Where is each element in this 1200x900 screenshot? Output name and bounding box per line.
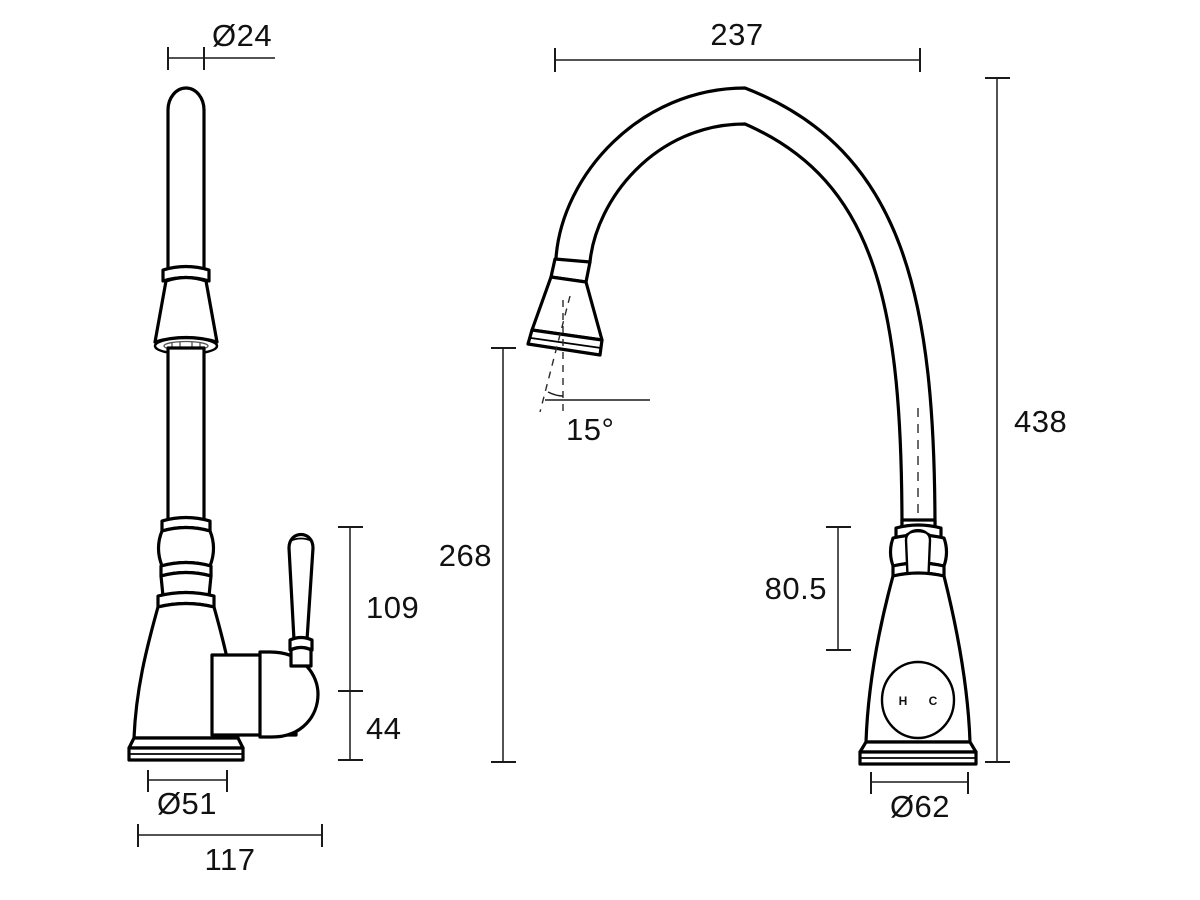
dimension-overall-height: 438 [985, 77, 1067, 763]
front-handle-lever [287, 532, 315, 646]
dim-label-body-height: 44 [366, 711, 401, 746]
dim-label-overall-height: 438 [1014, 404, 1067, 439]
dimension-base-diameter-side: Ø62 [870, 772, 969, 824]
front-body-bulge [156, 525, 216, 568]
dim-label-spout-diameter: Ø24 [212, 18, 272, 53]
cold-marking: C [929, 694, 938, 708]
angle-arc [547, 391, 564, 397]
dimension-reach: 237 [554, 17, 921, 72]
side-nozzle-lip-line [530, 337, 602, 349]
side-hc-indicator-disc [880, 660, 956, 740]
hot-marking: H [899, 694, 908, 708]
dimension-base-diameter-front: Ø51 [147, 770, 228, 821]
dim-label-spray-angle: 15° [566, 412, 614, 447]
dimension-spout-height: 268 [439, 347, 516, 763]
dim-label-base-diameter-side: Ø62 [890, 789, 950, 824]
front-handle-top-line [289, 537, 313, 542]
side-view: H C [526, 86, 978, 766]
front-spout-upper-tube [166, 86, 206, 272]
side-gooseneck-inner-wall [588, 122, 904, 532]
dim-label-reach: 237 [710, 17, 763, 52]
dim-label-base-width: 117 [205, 842, 256, 877]
dimension-base-width: 117 [137, 824, 323, 877]
side-handle-top-line [906, 530, 930, 535]
front-handle-ferrule-2 [289, 645, 313, 668]
dim-label-handle-height: 109 [366, 590, 419, 625]
side-gooseneck-outer-wall [554, 86, 937, 532]
angle-nozzle-axis [539, 295, 571, 413]
front-spray-head [153, 275, 219, 344]
dimension-handle-offset: 80.5 [765, 526, 851, 651]
front-view [127, 86, 320, 762]
angle-callout-spray: 15° [539, 295, 650, 447]
dim-label-handle-offset: 80.5 [765, 571, 827, 606]
dimension-spout-diameter: Ø24 [167, 18, 275, 70]
dimension-handle-and-body-height: 109 44 [338, 526, 419, 761]
dim-label-base-diameter-front: Ø51 [157, 786, 217, 821]
dim-label-spout-height: 268 [439, 538, 492, 573]
front-riser-column [166, 346, 206, 522]
